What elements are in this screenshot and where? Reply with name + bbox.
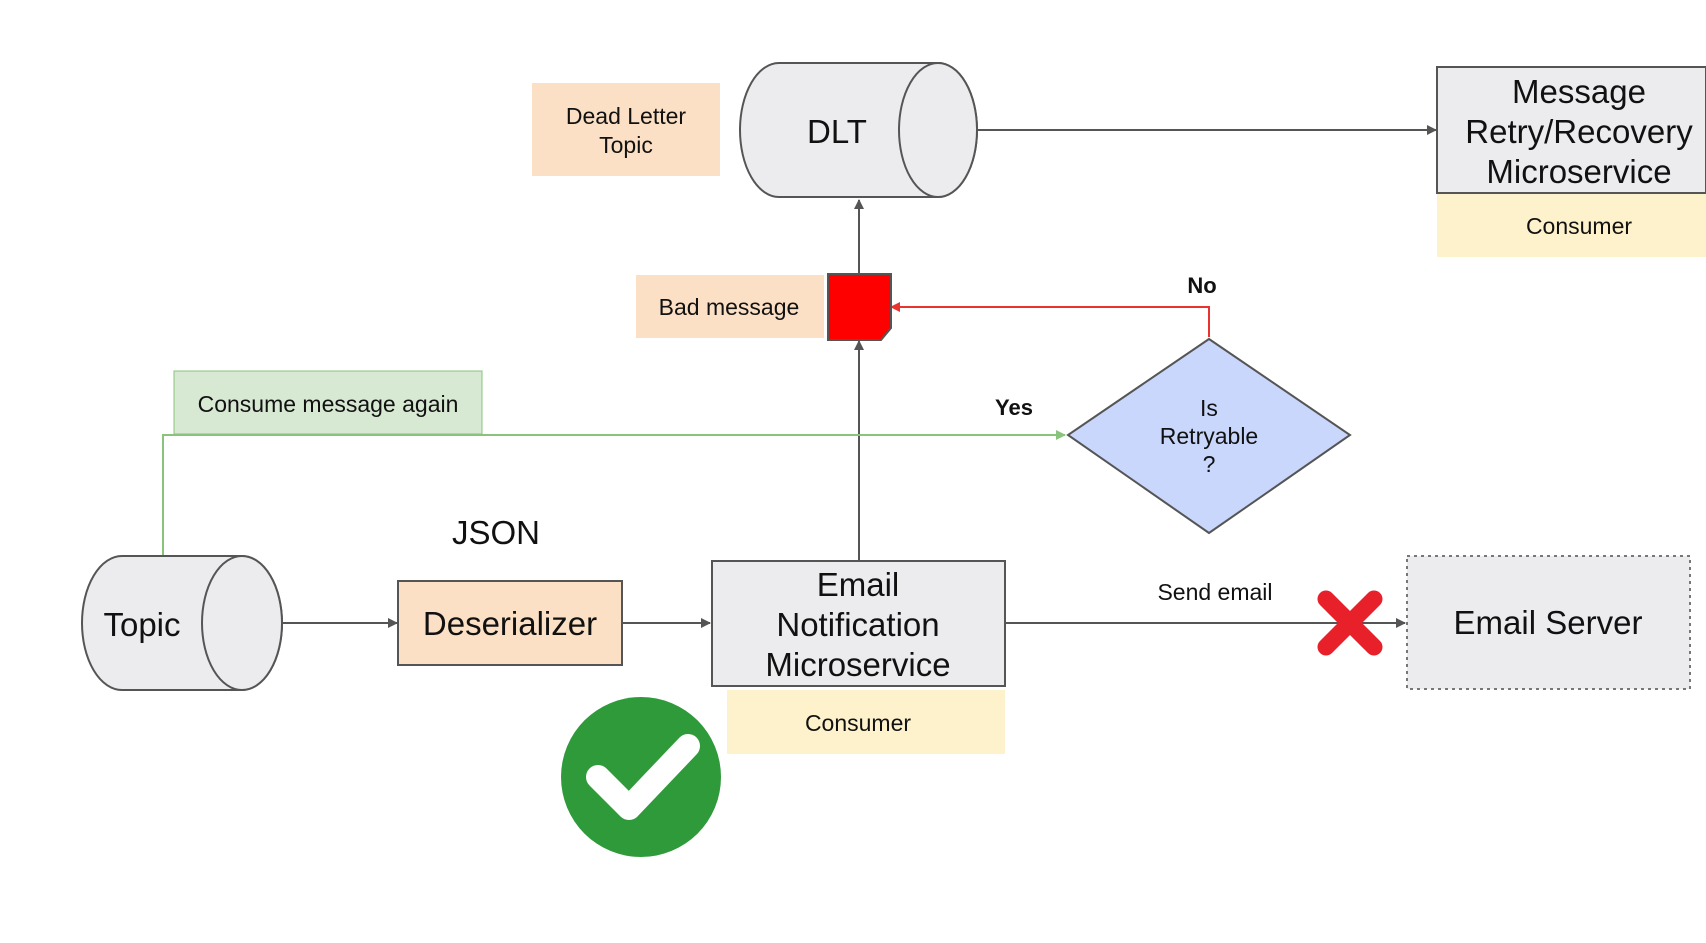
email-consumer-box	[727, 690, 1005, 754]
topic-label: Topic	[103, 606, 180, 643]
dlt-cylinder: DLT	[739, 62, 978, 198]
no-label: No	[1187, 273, 1216, 298]
retry-service-line-1: Message	[1512, 73, 1646, 110]
dead-letter-topic-line-1: Dead Letter	[566, 103, 687, 129]
is-retryable-line-2: Retryable	[1160, 423, 1258, 449]
email-service-box	[711, 560, 1006, 687]
email-service-line-2: Notification	[776, 606, 939, 643]
topic-cylinder: Topic	[81, 555, 283, 691]
edge-consume-again	[162, 430, 1066, 556]
checkmark-circle-icon	[561, 697, 721, 857]
email-service-line-1: Email	[817, 566, 900, 603]
bad-message-document-icon	[827, 273, 892, 341]
retry-service-box	[1436, 66, 1706, 194]
dead-letter-topic-box	[532, 83, 720, 176]
deserializer-label: Deserializer	[423, 605, 597, 642]
consume-again-label: Consume message again	[198, 391, 459, 417]
yes-label: Yes	[995, 395, 1033, 420]
bad-message-label-box	[636, 275, 824, 338]
retry-consumer-box	[1437, 194, 1706, 257]
send-email-label: Send email	[1157, 579, 1272, 605]
consume-again-box	[173, 370, 483, 435]
email-server-box	[1406, 555, 1691, 690]
deserializer-box	[397, 580, 623, 666]
dlt-label: DLT	[807, 113, 867, 150]
retry-service-line-2: Retry/Recovery	[1465, 113, 1693, 150]
bad-message-label: Bad message	[659, 294, 800, 320]
email-service-line-3: Microservice	[765, 646, 950, 683]
red-x-icon	[1317, 590, 1383, 656]
is-retryable-line-3: ?	[1203, 451, 1216, 477]
retry-service-line-3: Microservice	[1486, 153, 1671, 190]
edge-retryable-no	[890, 302, 1210, 337]
email-consumer-label: Consumer	[805, 710, 911, 736]
dead-letter-topic-line-2: Topic	[599, 132, 653, 158]
is-retryable-diamond	[1066, 337, 1352, 535]
retry-consumer-label: Consumer	[1526, 213, 1632, 239]
is-retryable-line-1: Is	[1200, 395, 1218, 421]
email-server-label: Email Server	[1454, 604, 1643, 641]
json-label: JSON	[452, 514, 540, 551]
